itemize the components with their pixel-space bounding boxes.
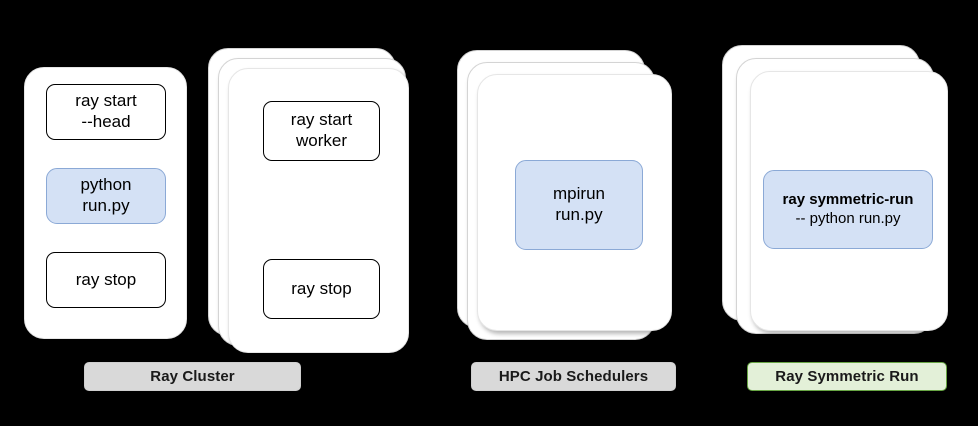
cmd-line-1: ray start — [75, 91, 137, 111]
cmd-line-2: run.py — [555, 205, 603, 224]
cmd-line-2: --head — [81, 112, 131, 131]
cmd-line-2: -- python run.py — [795, 209, 901, 227]
cmd-box-ray-stop-worker[interactable]: ray stop — [263, 259, 380, 319]
cmd-line-2: worker — [295, 131, 347, 150]
group-label-text: Ray Cluster — [150, 368, 235, 385]
cmd-box-ray-stop-head[interactable]: ray stop — [46, 252, 166, 308]
cmd-line-1: mpirun — [553, 184, 605, 204]
group-label-ray-cluster[interactable]: Ray Cluster — [84, 362, 301, 391]
cmd-line-1: python — [80, 175, 132, 195]
cmd-line-1: ray symmetric-run — [782, 191, 914, 209]
cmd-box-python-run-py[interactable]: python run.py — [46, 168, 166, 224]
cmd-box-mpirun-run-py[interactable]: mpirun run.py — [515, 160, 643, 250]
cmd-box-ray-start-head[interactable]: ray start --head — [46, 84, 166, 140]
cmd-line-2: run.py — [82, 196, 130, 215]
cmd-line-1: ray stop — [75, 269, 137, 289]
group-label-hpc-job-schedulers[interactable]: HPC Job Schedulers — [471, 362, 676, 391]
cmd-line-1: ray start — [290, 110, 353, 130]
group-label-text: Ray Symmetric Run — [775, 368, 919, 385]
cmd-line-1: ray stop — [291, 278, 352, 298]
group-label-ray-symmetric-run[interactable]: Ray Symmetric Run — [747, 362, 947, 391]
group-label-text: HPC Job Schedulers — [498, 368, 649, 385]
cmd-box-ray-symmetric-run[interactable]: ray symmetric-run -- python run.py — [763, 170, 933, 249]
cmd-box-ray-start-worker[interactable]: ray start worker — [263, 101, 380, 161]
